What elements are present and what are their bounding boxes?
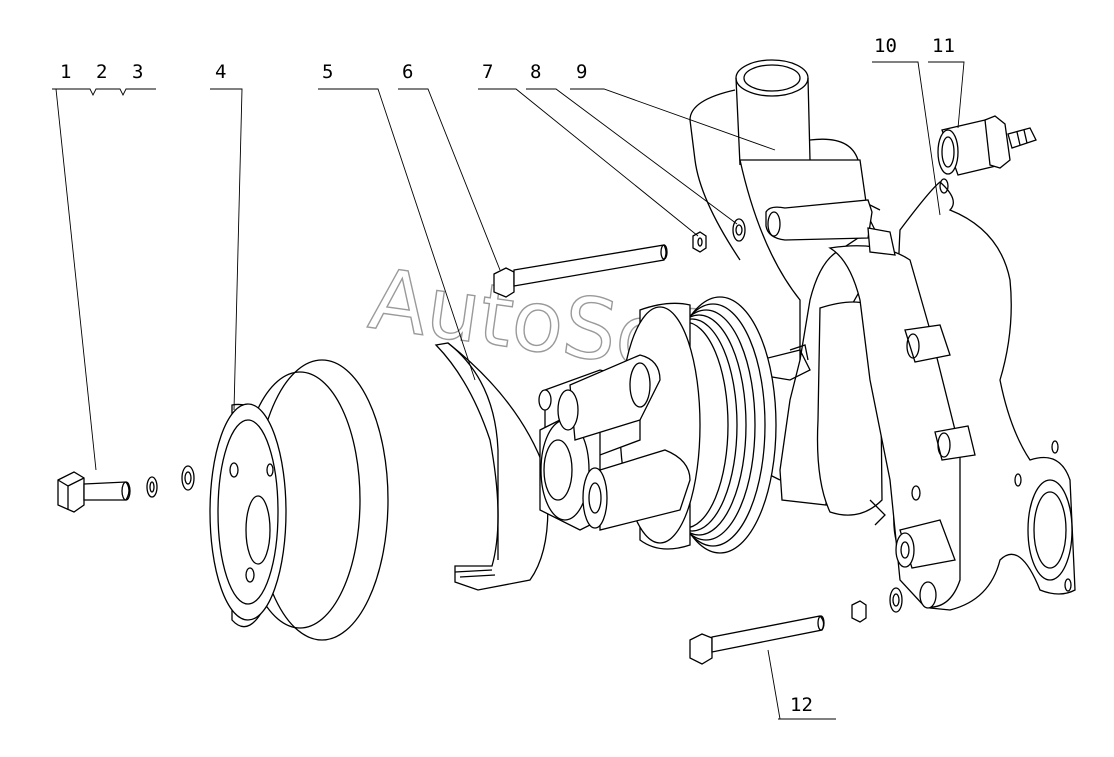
- leader-lines: [52, 61, 965, 720]
- callout-11: 11: [932, 35, 955, 57]
- callout-10: 10: [874, 35, 897, 57]
- callout-7: 7: [482, 61, 493, 83]
- callout-2: 2: [96, 61, 107, 83]
- part-9-pump-body: [689, 59, 883, 516]
- callout-1: 1: [60, 61, 71, 83]
- callout-12: 12: [790, 694, 813, 716]
- callout-4: 4: [215, 61, 226, 83]
- housing-flange: [828, 227, 976, 609]
- part-12-bolt: [689, 587, 903, 665]
- part-3-flat-washer: [181, 465, 195, 491]
- callout-labels: 1 2 3 4 5 6 7 8 9 10 11 12: [60, 35, 955, 716]
- part-8-washer: [732, 218, 746, 242]
- callout-5: 5: [322, 61, 333, 83]
- part-2-spring-washer: [146, 476, 158, 498]
- part-1-flange-bolt: [57, 471, 131, 513]
- part-11-sensor: [937, 115, 1037, 176]
- part-5-guard: [434, 342, 549, 591]
- callout-8: 8: [530, 61, 541, 83]
- part-7-nut: [692, 231, 707, 253]
- callout-6: 6: [402, 61, 413, 83]
- drive-hub: [538, 296, 777, 554]
- callout-3: 3: [132, 61, 143, 83]
- callout-9: 9: [576, 61, 587, 83]
- part-4-pulley: [209, 359, 389, 641]
- part-6-long-bolt: [493, 244, 668, 298]
